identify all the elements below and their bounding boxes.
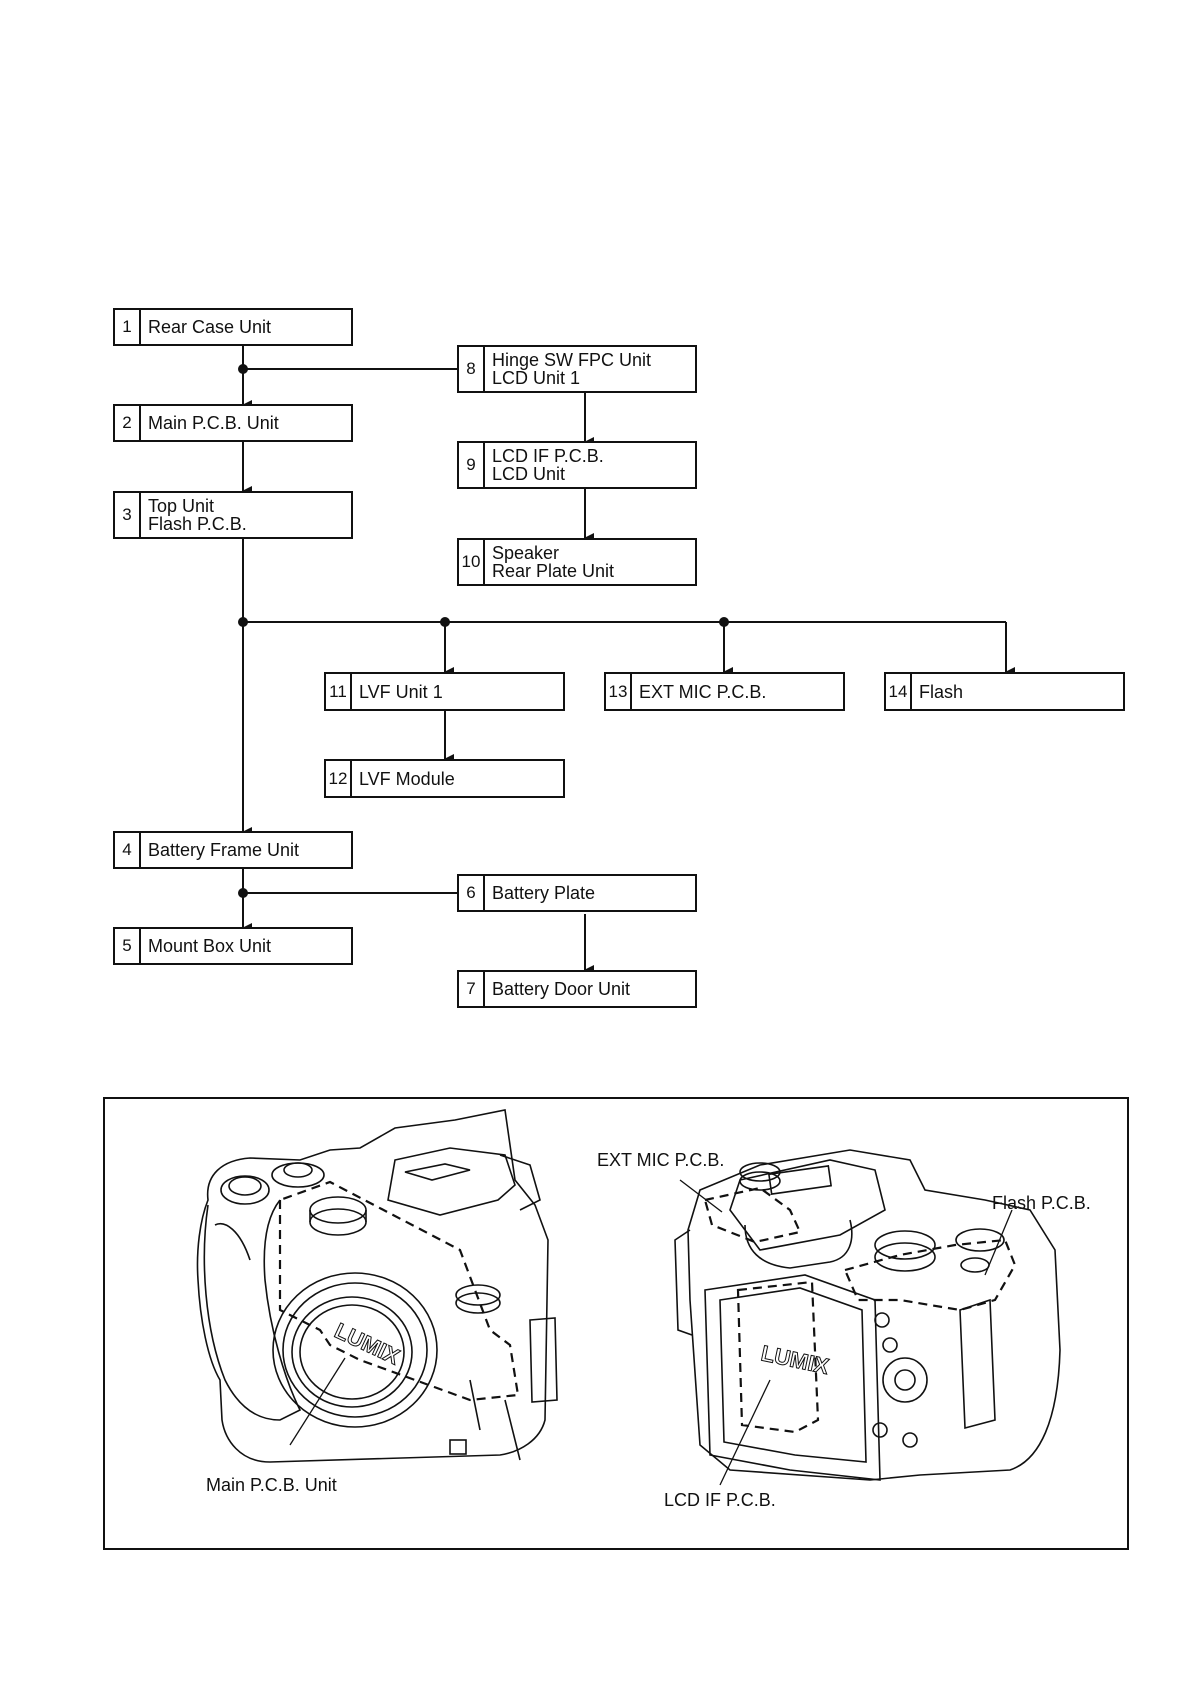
step-number: 1	[115, 310, 141, 344]
step-label: LCD IF P.C.B.	[492, 446, 604, 466]
step-label: Battery Plate	[492, 883, 596, 903]
lcd-if-pcb-leader	[719, 1379, 771, 1486]
step-label: Speaker	[492, 543, 560, 563]
lumix-logo-rear: LUMIX	[759, 1340, 831, 1379]
callout-lcd-if-pcb: LCD IF P.C.B.	[664, 1490, 776, 1510]
step-number: 7	[459, 972, 485, 1006]
main-pcb-outline	[278, 1180, 520, 1402]
step-number: 2	[115, 406, 141, 440]
step-box-6: 6 Battery Plate	[457, 874, 697, 912]
step-box-1: 1 Rear Case Unit	[113, 308, 353, 346]
step-box-5: 5 Mount Box Unit	[113, 927, 353, 965]
step-box-7: 7 Battery Door Unit	[457, 970, 697, 1008]
step-box-12: 12 LVF Module	[324, 759, 565, 798]
junction-dot	[440, 617, 450, 627]
main-pcb-leader	[289, 1357, 346, 1446]
step-box-14: 14 Flash	[884, 672, 1125, 711]
step-label: Main P.C.B. Unit	[148, 413, 279, 433]
step-number: 12	[326, 761, 352, 796]
step-number: 6	[459, 876, 485, 910]
callout-main-pcb: Main P.C.B. Unit	[206, 1475, 337, 1495]
step-number: 9	[459, 443, 485, 487]
ext-mic-pcb-leader	[679, 1179, 723, 1213]
junction-dot	[719, 617, 729, 627]
lcd-if-pcb-outline	[736, 1280, 820, 1434]
step-number: 14	[886, 674, 912, 709]
camera-rear-drawing	[674, 1149, 1061, 1486]
step-box-10: 10 Speaker Rear Plate Unit	[457, 538, 697, 586]
step-number: 5	[115, 929, 141, 963]
callout-ext-mic-pcb: EXT MIC P.C.B.	[597, 1150, 725, 1170]
step-box-3: 3 Top Unit Flash P.C.B.	[113, 491, 353, 539]
step-box-9: 9 LCD IF P.C.B. LCD Unit	[457, 441, 697, 489]
callout-flash-pcb: Flash P.C.B.	[992, 1193, 1091, 1213]
step-label: EXT MIC P.C.B.	[639, 681, 767, 702]
step-label: Mount Box Unit	[148, 936, 272, 956]
camera-front-drawing	[196, 1109, 558, 1463]
step-label: LVF Unit 1	[359, 681, 443, 702]
ext-mic-pcb-outline	[703, 1186, 802, 1244]
flash-pcb-outline	[843, 1238, 1017, 1312]
step-label: Flash P.C.B.	[148, 514, 247, 534]
step-label: Top Unit	[148, 496, 215, 516]
step-label: Hinge SW FPC Unit	[492, 350, 652, 370]
illustration-frame	[103, 1097, 1129, 1550]
step-box-13: 13 EXT MIC P.C.B.	[604, 672, 845, 711]
flash-pcb-leader	[984, 1209, 1013, 1276]
junction-dot	[238, 617, 248, 627]
step-number: 3	[115, 493, 141, 537]
step-label: Battery Door Unit	[492, 979, 631, 999]
step-number: 4	[115, 833, 141, 867]
step-box-11: 11 LVF Unit 1	[324, 672, 565, 711]
step-label: LCD Unit	[492, 464, 566, 484]
step-number: 11	[326, 674, 352, 709]
step-label: LVF Module	[359, 768, 455, 789]
step-box-8: 8 Hinge SW FPC Unit LCD Unit 1	[457, 345, 697, 393]
junction-dot	[238, 364, 248, 374]
step-box-2: 2 Main P.C.B. Unit	[113, 404, 353, 442]
step-label: Rear Plate Unit	[492, 561, 615, 581]
step-label: Rear Case Unit	[148, 317, 272, 337]
step-label: LCD Unit 1	[492, 368, 581, 388]
step-box-4: 4 Battery Frame Unit	[113, 831, 353, 869]
junction-dot	[238, 888, 248, 898]
step-number: 13	[606, 674, 632, 709]
step-number: 8	[459, 347, 485, 391]
step-number: 10	[459, 540, 485, 584]
step-label: Battery Frame Unit	[148, 840, 300, 860]
step-label: Flash	[919, 681, 964, 702]
